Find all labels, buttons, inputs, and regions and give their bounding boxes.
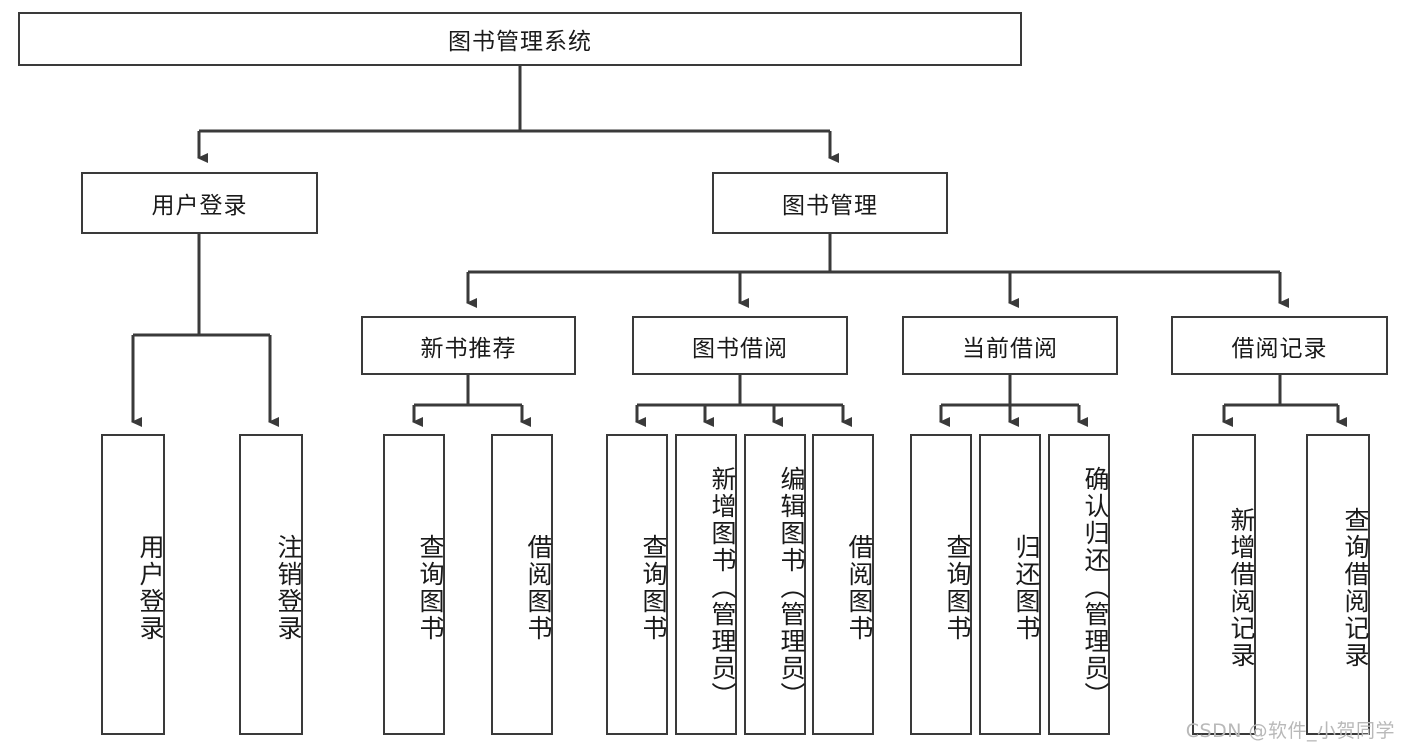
leaf-query-borrow-record-label: 查询借阅记录 [1341, 506, 1370, 669]
leaf-add-borrow-record[interactable]: 新增借阅记录 [1192, 434, 1256, 735]
node-book-management-label: 图书管理 [782, 193, 878, 219]
node-book-borrow-label: 图书借阅 [692, 335, 788, 362]
leaf-query-book-1[interactable]: 查询图书 [383, 434, 445, 735]
leaf-add-book-admin-label: 新增图书（管理员） [708, 466, 737, 709]
root-node[interactable]: 图书管理系统 [18, 12, 1022, 66]
leaf-logout[interactable]: 注销登录 [239, 434, 303, 735]
leaf-confirm-return-admin-label: 确认归还（管理员） [1081, 466, 1110, 709]
leaf-logout-label: 注销登录 [274, 533, 303, 642]
node-current-borrow-label: 当前借阅 [962, 335, 1058, 362]
node-user-login[interactable]: 用户登录 [81, 172, 318, 234]
node-new-book-recommend[interactable]: 新书推荐 [361, 316, 576, 375]
leaf-borrow-book-1[interactable]: 借阅图书 [491, 434, 553, 735]
node-book-borrow[interactable]: 图书借阅 [632, 316, 848, 375]
node-borrow-record[interactable]: 借阅记录 [1171, 316, 1388, 375]
leaf-borrow-book-2[interactable]: 借阅图书 [812, 434, 874, 735]
leaf-borrow-book-2-label: 借阅图书 [845, 533, 874, 642]
node-user-login-label: 用户登录 [151, 193, 248, 219]
leaf-user-login[interactable]: 用户登录 [101, 434, 165, 735]
leaf-query-book-2-label: 查询图书 [639, 533, 668, 642]
leaf-query-book-3[interactable]: 查询图书 [910, 434, 972, 735]
leaf-confirm-return-admin[interactable]: 确认归还（管理员） [1048, 434, 1110, 735]
leaf-query-book-1-label: 查询图书 [416, 533, 445, 642]
leaf-return-book-label: 归还图书 [1012, 533, 1041, 642]
node-book-management[interactable]: 图书管理 [712, 172, 948, 234]
leaf-return-book[interactable]: 归还图书 [979, 434, 1041, 735]
leaf-add-book-admin[interactable]: 新增图书（管理员） [675, 434, 737, 735]
leaf-edit-book-admin[interactable]: 编辑图书（管理员） [744, 434, 806, 735]
node-current-borrow[interactable]: 当前借阅 [902, 316, 1118, 375]
leaf-query-book-2[interactable]: 查询图书 [606, 434, 668, 735]
node-new-book-recommend-label: 新书推荐 [420, 335, 517, 362]
csdn-watermark: CSDN @软件_小贺同学 [1185, 720, 1395, 742]
leaf-edit-book-admin-label: 编辑图书（管理员） [777, 466, 806, 709]
node-borrow-record-label: 借阅记录 [1231, 335, 1328, 362]
leaf-borrow-book-1-label: 借阅图书 [524, 533, 553, 642]
root-node-label: 图书管理系统 [448, 29, 592, 55]
leaf-query-borrow-record[interactable]: 查询借阅记录 [1306, 434, 1370, 735]
leaf-user-login-label: 用户登录 [136, 533, 165, 642]
leaf-query-book-3-label: 查询图书 [943, 533, 972, 642]
leaf-add-borrow-record-label: 新增借阅记录 [1227, 506, 1256, 669]
